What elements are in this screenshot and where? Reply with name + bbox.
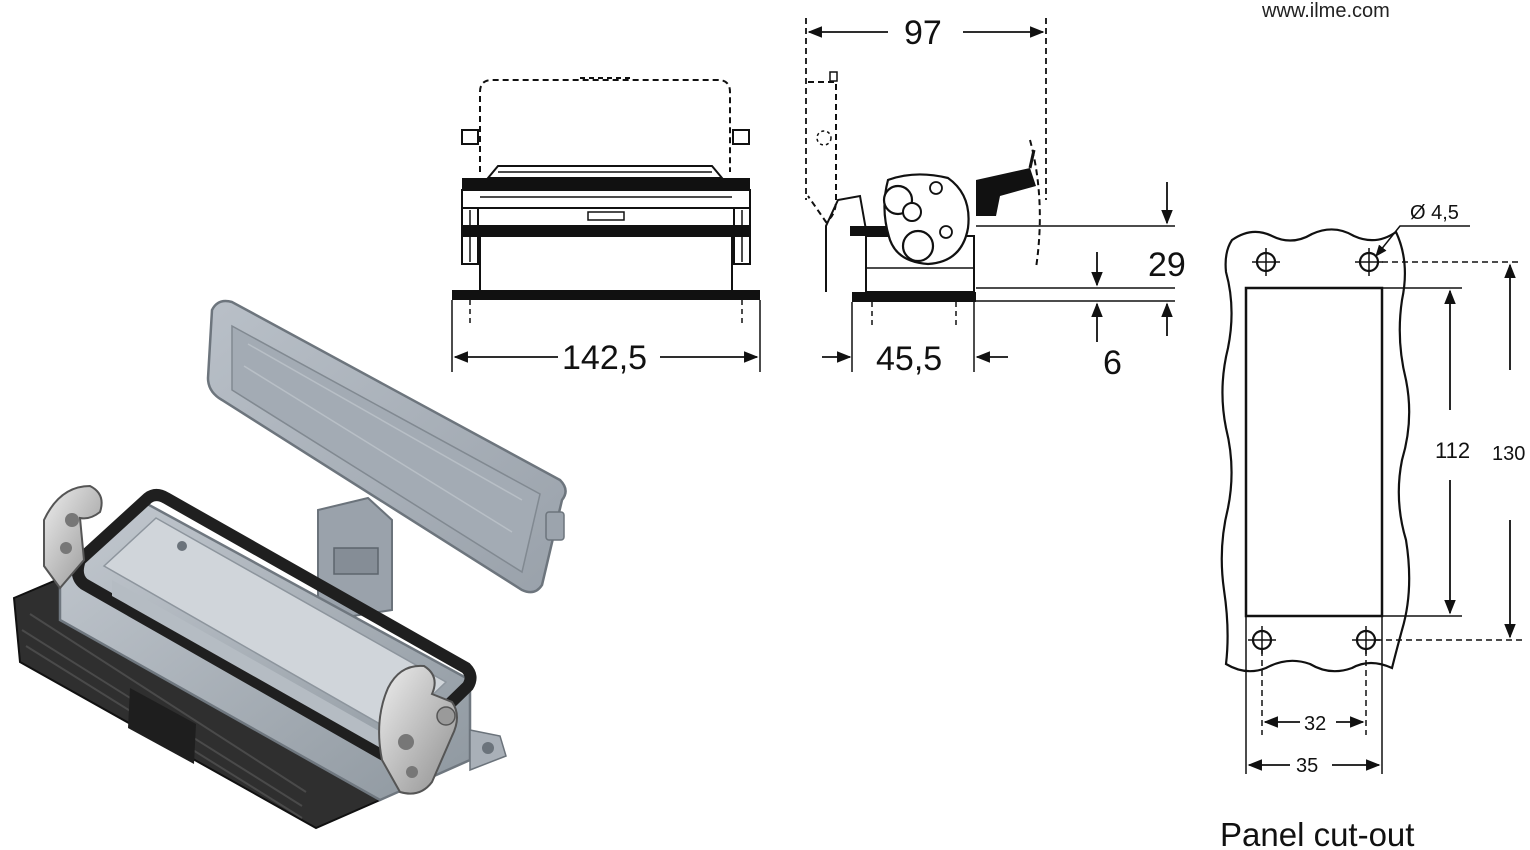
front-view-drawing — [451, 77, 761, 372]
opening-width-label: 35 — [1296, 755, 1318, 777]
hole-pitch-horizontal-label: 32 — [1304, 713, 1326, 735]
product-photo — [12, 299, 567, 830]
website-url: www.ilme.com — [1261, 0, 1390, 22]
side-flange-dimension: 6 — [1103, 344, 1122, 382]
hole-diameter-label: Ø 4,5 — [1410, 202, 1459, 224]
opening-height-label: 112 — [1435, 438, 1470, 463]
front-width-dimension: 142,5 — [562, 339, 647, 377]
side-base-dimension: 45,5 — [876, 340, 942, 378]
hole-pitch-vertical-label: 130 — [1492, 443, 1525, 465]
side-height-dimension: 29 — [1148, 246, 1186, 284]
panel-cutout-drawing — [1220, 225, 1522, 774]
side-depth-dimension: 97 — [904, 14, 942, 52]
panel-cutout-caption: Panel cut-out — [1220, 816, 1414, 850]
side-view-drawing — [805, 18, 1175, 372]
